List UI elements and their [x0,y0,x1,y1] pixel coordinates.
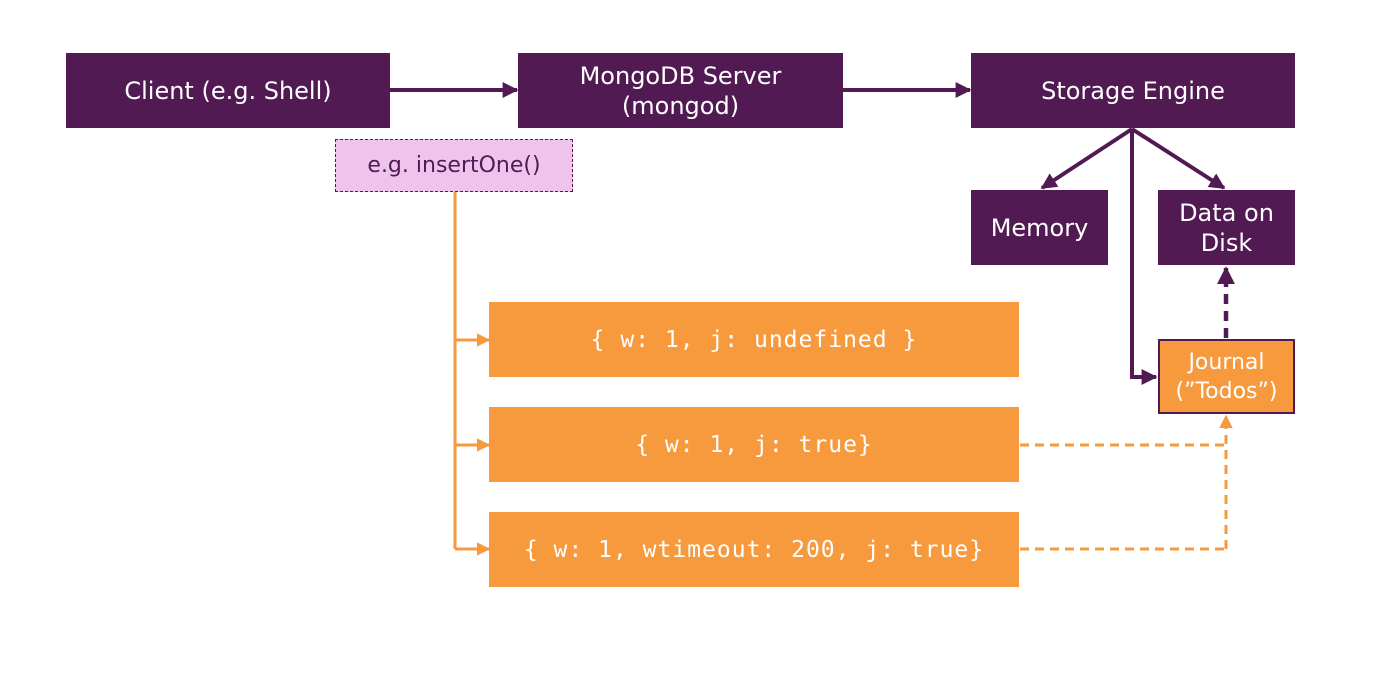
journal-line1: Journal [1188,349,1265,375]
memory-box: Memory [971,190,1108,265]
server-label-line1: MongoDB Server [579,61,782,90]
client-label: Client (e.g. Shell) [124,76,332,105]
arrow-storage-to-memory [1040,127,1134,190]
write-concern-1-text: { w: 1, j: undefined } [590,326,918,353]
write-concern-3-text: { w: 1, wtimeout: 200, j: true} [523,536,985,563]
data-on-disk-line2: Disk [1200,228,1253,257]
client-box: Client (e.g. Shell) [66,53,390,128]
memory-label: Memory [990,213,1089,242]
operation-label: e.g. insertOne() [367,153,541,178]
write-concern-box-3: { w: 1, wtimeout: 200, j: true} [489,512,1019,587]
arrow-storage-to-disk [1130,127,1226,190]
write-concern-2-text: { w: 1, j: true} [635,431,873,458]
storage-engine-box: Storage Engine [971,53,1295,128]
data-on-disk-line1: Data on [1179,198,1274,227]
write-concern-box-1: { w: 1, j: undefined } [489,302,1019,377]
server-box: MongoDB Server (mongod) [518,53,843,128]
storage-engine-label: Storage Engine [1041,76,1225,105]
journal-box: Journal (”Todos”) [1158,339,1295,414]
write-concern-box-2: { w: 1, j: true} [489,407,1019,482]
server-label-line2: (mongod) [621,91,740,120]
operation-box: e.g. insertOne() [335,139,573,192]
journal-line2: (”Todos”) [1175,378,1278,404]
data-on-disk-box: Data on Disk [1158,190,1295,265]
arrow-storage-to-journal [1130,129,1158,385]
